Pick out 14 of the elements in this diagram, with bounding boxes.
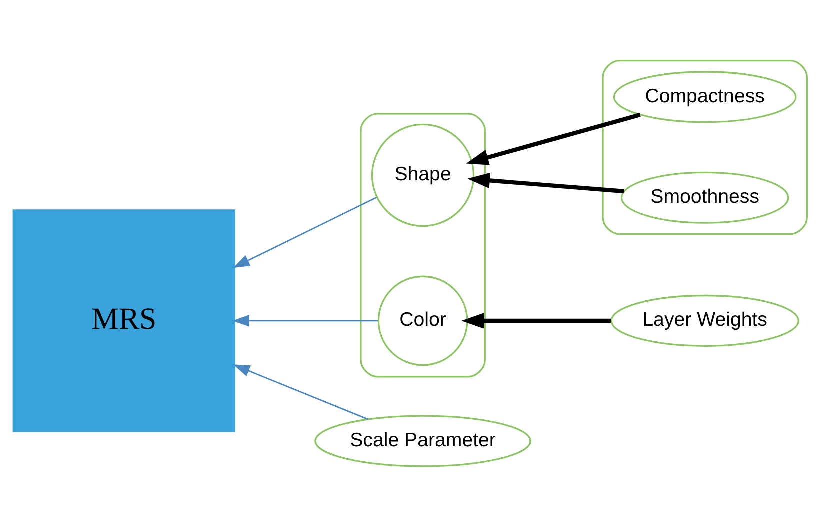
arrow <box>466 112 641 165</box>
node-ellipse: Layer Weights <box>610 294 800 346</box>
arrow <box>468 172 624 194</box>
node-circle: Color <box>378 275 468 366</box>
node-box: MRS <box>12 209 236 432</box>
node-ellipse: Smoothness <box>620 171 790 224</box>
cluster <box>602 59 808 235</box>
arrow <box>233 196 377 268</box>
node-ellipse: Scale Parameter <box>314 414 532 467</box>
node-ellipse: Compactness <box>613 70 797 123</box>
node-circle: Shape <box>371 123 475 227</box>
arrow <box>462 312 612 328</box>
arrow <box>232 314 378 326</box>
arrow <box>233 364 368 420</box>
